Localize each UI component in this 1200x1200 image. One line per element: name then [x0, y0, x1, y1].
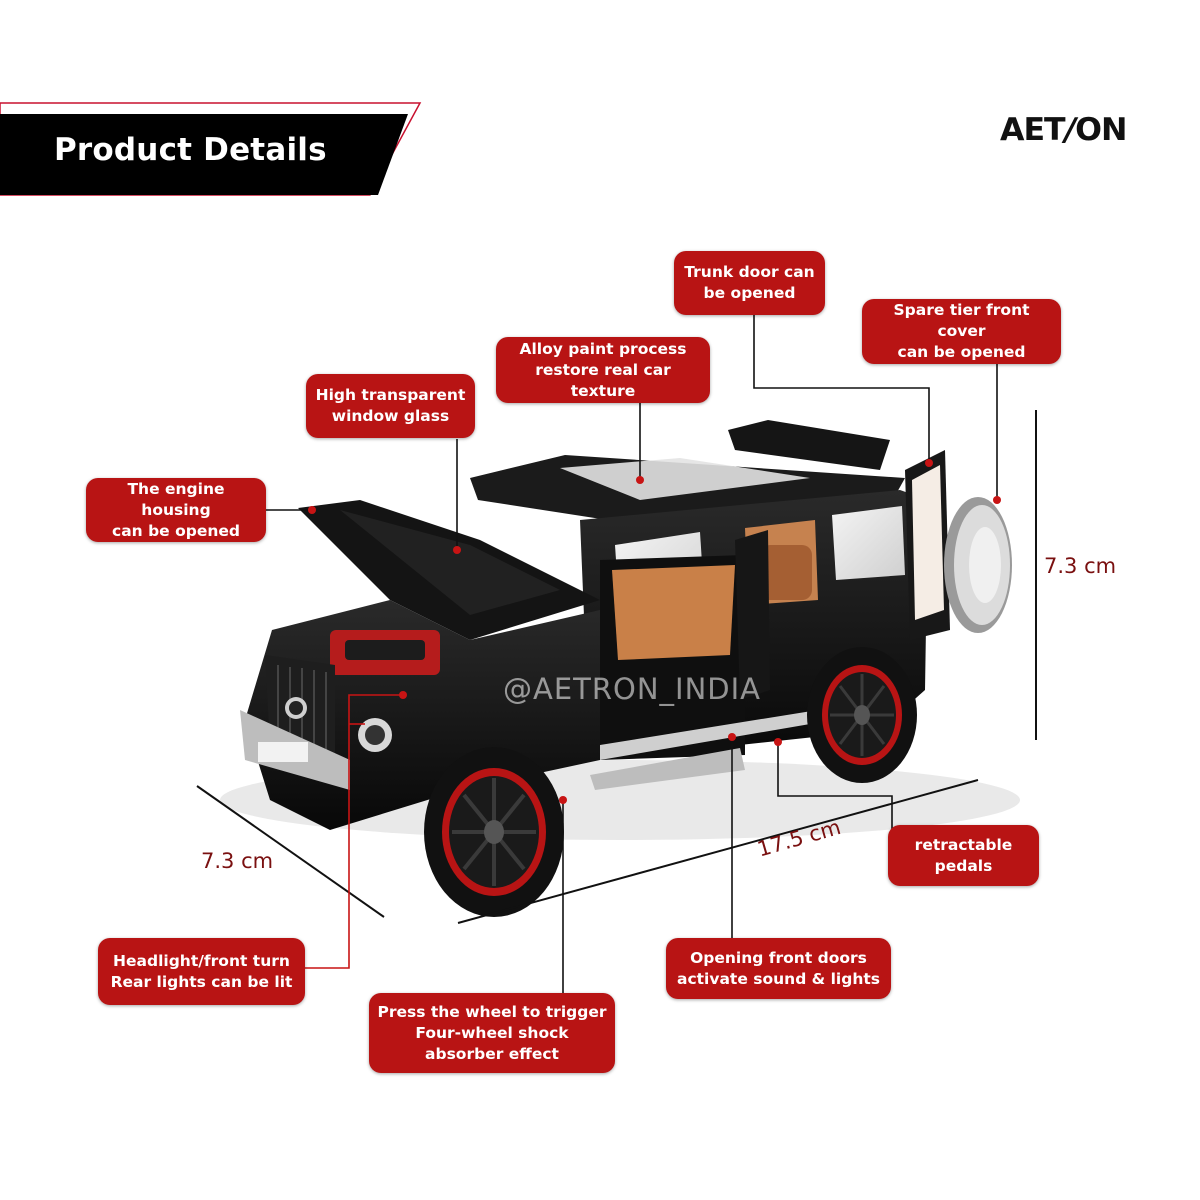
header-banner [0, 102, 422, 196]
callout-engine-housing: The engine housing can be opened [86, 478, 266, 542]
watermark-text: @AETRON_INDIA [503, 672, 762, 706]
dimension-width: 7.3 cm [201, 849, 274, 873]
dimension-height: 7.3 cm [1044, 554, 1117, 578]
callout-window-glass: High transparent window glass [306, 374, 475, 438]
brand-logo: AET/ON [1000, 112, 1127, 148]
callout-trunk-door: Trunk door can be opened [674, 251, 825, 315]
callout-wheel-shock: Press the wheel to trigger Four-wheel sh… [369, 993, 615, 1073]
callout-spare-tire-cover: Spare tier front cover can be opened [862, 299, 1061, 364]
callout-front-doors: Opening front doors activate sound & lig… [666, 938, 891, 999]
callout-alloy-paint: Alloy paint process restore real car tex… [496, 337, 710, 403]
callout-headlight: Headlight/front turn Rear lights can be … [98, 938, 305, 1005]
callout-retractable-pedals: retractable pedals [888, 825, 1039, 886]
page-title: Product Details [54, 132, 327, 168]
